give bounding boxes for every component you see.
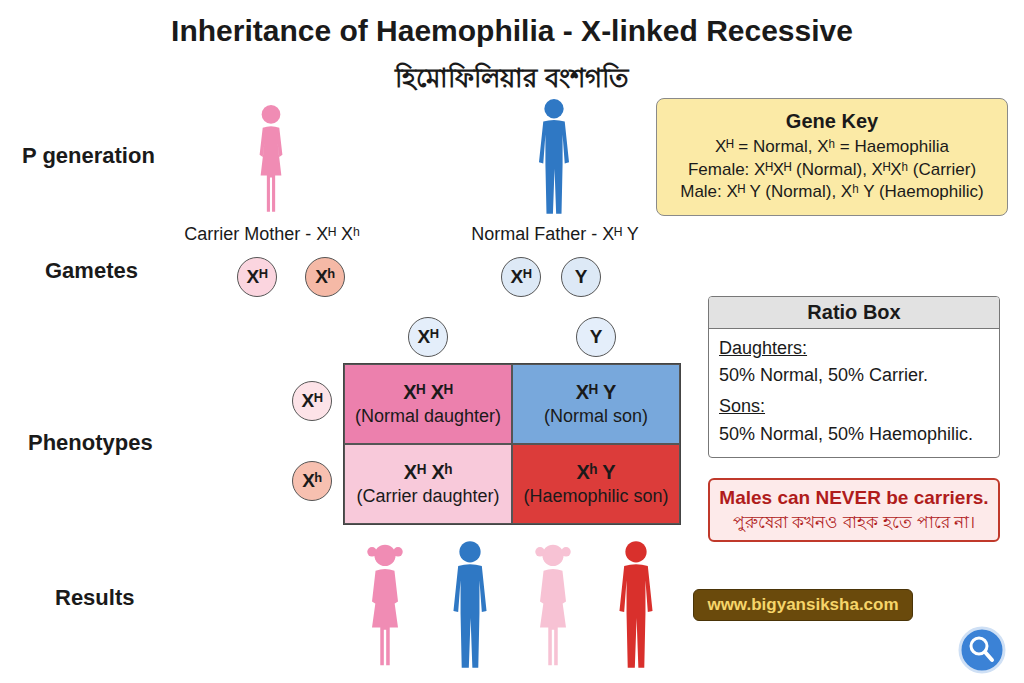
node-text: Gene Key bbox=[663, 110, 1001, 133]
node-text: Ratio Box bbox=[709, 297, 999, 329]
punnett-cell: Xᴴ Xᴴ(Normal daughter) bbox=[344, 364, 512, 444]
punnett-cell: Xᴴ Xʰ(Carrier daughter) bbox=[344, 444, 512, 524]
node-text: Xʰ Y bbox=[513, 459, 679, 485]
node-line: Male: Xᴴ Y (Normal), Xʰ Y (Haemophilic) bbox=[663, 181, 1001, 204]
node-line: 50% Normal, 50% Haemophilic. bbox=[709, 421, 999, 448]
node-line: পুরুষেরা কখনও বাহক হতে পারে না। bbox=[710, 511, 998, 535]
node-text: Xᴴ bbox=[409, 326, 447, 348]
daughter-figure bbox=[367, 545, 402, 666]
parent-caption: Normal Father - Xᴴ Y bbox=[471, 224, 638, 245]
node-line: Xᴴ = Normal, Xʰ = Haemophilia bbox=[663, 136, 1001, 159]
website-badge: www.bigyansiksha.com bbox=[693, 589, 913, 621]
mother-figure bbox=[260, 105, 283, 212]
allele-circle: Xᴴ bbox=[237, 257, 277, 297]
carrier-daughter-figure bbox=[535, 545, 570, 666]
allele-circle: Y bbox=[576, 317, 616, 357]
row-label: Phenotypes bbox=[28, 430, 153, 456]
node-text: Xᴴ Y bbox=[513, 379, 679, 405]
node-line: Female: XᴴXᴴ (Normal), XᴴXʰ (Carrier) bbox=[663, 159, 1001, 182]
node-line: 50% Normal, 50% Carrier. bbox=[709, 362, 999, 389]
row-label: Gametes bbox=[45, 258, 138, 284]
node-text: Males can NEVER be carriers. bbox=[710, 485, 998, 512]
node-line: Sons: bbox=[709, 393, 999, 420]
parent-caption: Carrier Mother - Xᴴ Xʰ bbox=[184, 224, 360, 245]
node-text: Xᴴ Xʰ bbox=[345, 459, 511, 485]
haemophilic-son-figure bbox=[619, 541, 652, 667]
father-figure bbox=[539, 99, 569, 214]
node-line: Daughters: bbox=[709, 335, 999, 362]
node-text: www.bigyansiksha.com bbox=[694, 595, 912, 615]
allele-circle: Xʰ bbox=[292, 461, 332, 501]
node-text: Xᴴ bbox=[502, 266, 540, 288]
punnett-frame bbox=[344, 364, 680, 524]
node-text: Xʰ bbox=[293, 470, 331, 492]
node-text: Xᴴ bbox=[293, 390, 331, 412]
row-label: P generation bbox=[22, 143, 155, 169]
node-line: (Normal daughter) bbox=[345, 405, 511, 428]
son-figure bbox=[453, 541, 486, 667]
punnett-cell: Xʰ Y(Haemophilic son) bbox=[512, 444, 680, 524]
node-line: (Haemophilic son) bbox=[513, 485, 679, 508]
node-text: Xᴴ bbox=[238, 266, 276, 288]
node-line: (Carrier daughter) bbox=[345, 485, 511, 508]
subtitle: হিমোফিলিয়ার বংশগতি bbox=[395, 58, 628, 102]
ratio-box: Ratio BoxDaughters:50% Normal, 50% Carri… bbox=[708, 296, 1000, 458]
allele-circle: Xᴴ bbox=[501, 257, 541, 297]
node-text: Xʰ bbox=[306, 266, 344, 288]
allele-circle: Y bbox=[561, 257, 601, 297]
gene-key-box: Gene Key Xᴴ = Normal, Xʰ = HaemophiliaFem… bbox=[656, 98, 1008, 216]
title: Inheritance of Haemophilia - X-linked Re… bbox=[171, 14, 853, 48]
allele-circle: Xʰ bbox=[305, 257, 345, 297]
search-icon bbox=[960, 628, 1004, 672]
allele-circle: Xᴴ bbox=[408, 317, 448, 357]
warning-box: Males can NEVER be carriers.পুরুষেরা কখন… bbox=[708, 478, 1000, 542]
node-text: Y bbox=[562, 266, 600, 288]
allele-circle: Xᴴ bbox=[292, 381, 332, 421]
node-line: (Normal son) bbox=[513, 405, 679, 428]
node-text: Y bbox=[577, 326, 615, 348]
node-text: Xᴴ Xᴴ bbox=[345, 379, 511, 405]
punnett-cell: Xᴴ Y(Normal son) bbox=[512, 364, 680, 444]
row-label: Results bbox=[55, 585, 134, 611]
